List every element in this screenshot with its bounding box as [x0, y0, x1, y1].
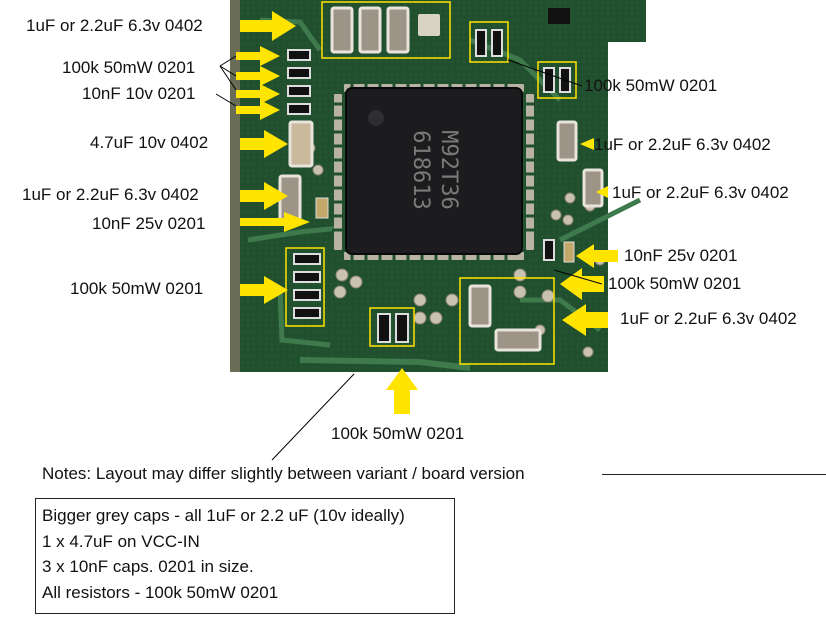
arrow-l7 [240, 276, 288, 304]
notes-text: Notes: Layout may differ slightly betwee… [42, 464, 525, 483]
arrow-b1 [386, 368, 418, 414]
arrow-r3 [596, 186, 608, 198]
arrow-r5 [560, 268, 604, 300]
arrow-l6 [240, 212, 310, 232]
arrow-l3b [236, 100, 280, 120]
label-left-2: 100k 50mW 0201 [62, 58, 196, 77]
arrow-l2b [236, 66, 280, 86]
label-right-1: 100k 50mW 0201 [584, 76, 718, 95]
label-left-7: 100k 50mW 0201 [70, 279, 204, 298]
highlight-boxes [285, 1, 577, 365]
label-right-5: 100k 50mW 0201 [608, 274, 742, 293]
pointer-lines [215, 55, 603, 461]
arrow-r6 [562, 304, 608, 336]
qfn-chip: M92T36 618613 [345, 87, 523, 255]
arrow-l4 [240, 130, 288, 158]
arrows [236, 11, 618, 414]
label-left-6: 10nF 25v 0201 [92, 214, 206, 233]
label-right-3: 1uF or 2.2uF 6.3v 0402 [612, 183, 789, 202]
label-right-6: 1uF or 2.2uF 6.3v 0402 [620, 309, 797, 328]
arrow-l2a [236, 46, 280, 66]
label-left-5: 1uF or 2.2uF 6.3v 0402 [22, 185, 199, 204]
chip-marking-2: 618613 [408, 130, 433, 209]
arrow-r4 [576, 244, 618, 268]
notes-line-3: 3 x 10nF caps. 0201 in size. [42, 557, 254, 576]
notes-rule [602, 474, 826, 475]
notes-line-2: 1 x 4.7uF on VCC-IN [42, 531, 200, 551]
label-left-1: 1uF or 2.2uF 6.3v 0402 [26, 16, 203, 35]
arrow-l5 [240, 182, 288, 210]
arrow-r2 [580, 138, 594, 150]
label-left-3: 10nF 10v 0201 [82, 84, 196, 103]
chip-marking-1: M92T36 [436, 130, 461, 209]
arrow-l3a [236, 84, 280, 104]
components [278, 6, 604, 352]
notes-line-1: Bigger grey caps - all 1uF or 2.2 uF (10… [42, 506, 405, 525]
label-right-4: 10nF 25v 0201 [624, 246, 738, 265]
label-right-2: 1uF or 2.2uF 6.3v 0402 [594, 135, 771, 154]
arrow-l1 [240, 11, 296, 41]
notes-box: Bigger grey caps - all 1uF or 2.2 uF (10… [35, 498, 455, 614]
notes-line-4: All resistors - 100k 50mW 0201 [42, 582, 279, 602]
label-bottom-1: 100k 50mW 0201 [331, 424, 465, 443]
label-left-4: 4.7uF 10v 0402 [90, 133, 209, 152]
